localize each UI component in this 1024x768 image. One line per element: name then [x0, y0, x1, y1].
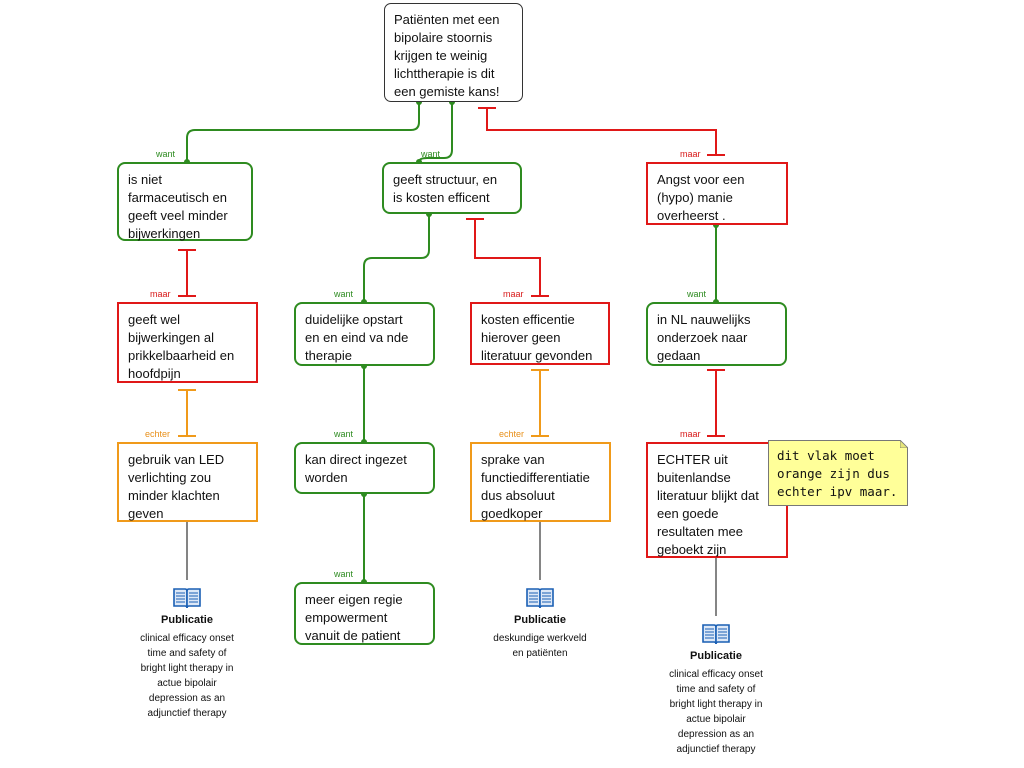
publication-description: clinical efficacy onset time and safety …: [669, 669, 763, 755]
node-echter-uit[interactable]: ECHTER uit buitenlandse literatuur blijk…: [646, 442, 788, 558]
publication-3[interactable]: Publicatie clinical efficacy onset time …: [651, 622, 781, 757]
publication-title: Publicatie: [161, 614, 213, 626]
open-book-icon: [702, 624, 730, 645]
connector-want: [186, 102, 420, 162]
node-onderzoek[interactable]: in NL nauwelijks onderzoek naar gedaan: [646, 302, 787, 366]
label-maar: maar: [680, 429, 701, 439]
open-book-icon: [526, 588, 554, 609]
node-functie[interactable]: sprake van functiedifferentiatie dus abs…: [470, 442, 611, 522]
label-echter: echter: [145, 429, 171, 439]
node-bijwerkingen[interactable]: geeft wel bijwerkingen al prikkelbaarhei…: [117, 302, 258, 383]
label-want: want: [687, 289, 707, 299]
node-root[interactable]: Patiënten met een bipolaire stoornis kri…: [384, 3, 523, 102]
node-led[interactable]: gebruik van LED verlichting zou minder k…: [117, 442, 258, 522]
connector-maar: [474, 219, 541, 296]
node-opstart[interactable]: duidelijke opstart en en eind va nde the…: [294, 302, 435, 366]
label-want: want: [156, 149, 176, 159]
node-angst[interactable]: Angst voor een (hypo) manie overheerst .: [646, 162, 788, 225]
publication-2[interactable]: Publicatie deskundige werkveld en patiën…: [475, 586, 605, 661]
node-direct[interactable]: kan direct ingezet worden: [294, 442, 435, 494]
connector-maar: [486, 108, 717, 155]
label-echter: echter: [499, 429, 525, 439]
label-want: want: [421, 149, 441, 159]
connector-want: [363, 214, 430, 302]
sticky-note[interactable]: dit vlak moet orange zijn dus echter ipv…: [768, 440, 908, 506]
publication-description: clinical efficacy onset time and safety …: [140, 633, 234, 719]
publication-title: Publicatie: [514, 614, 566, 626]
node-regie[interactable]: meer eigen regie empowerment vanuit de p…: [294, 582, 435, 645]
label-want: want: [334, 429, 354, 439]
label-want: want: [334, 569, 354, 579]
publication-title: Publicatie: [690, 650, 742, 662]
label-maar: maar: [150, 289, 171, 299]
publication-description: deskundige werkveld en patiënten: [493, 633, 587, 659]
node-kosten[interactable]: kosten efficentie hierover geen literatu…: [470, 302, 610, 365]
publication-1[interactable]: Publicatie clinical efficacy onset time …: [122, 586, 252, 721]
label-maar: maar: [503, 289, 524, 299]
open-book-icon: [173, 588, 201, 609]
label-maar: maar: [680, 149, 701, 159]
label-want: want: [334, 289, 354, 299]
folded-corner-icon: [900, 440, 908, 448]
node-farmaceutisch[interactable]: is niet farmaceutisch en geeft veel mind…: [117, 162, 253, 241]
node-structuur[interactable]: geeft structuur, en is kosten efficent: [382, 162, 522, 214]
